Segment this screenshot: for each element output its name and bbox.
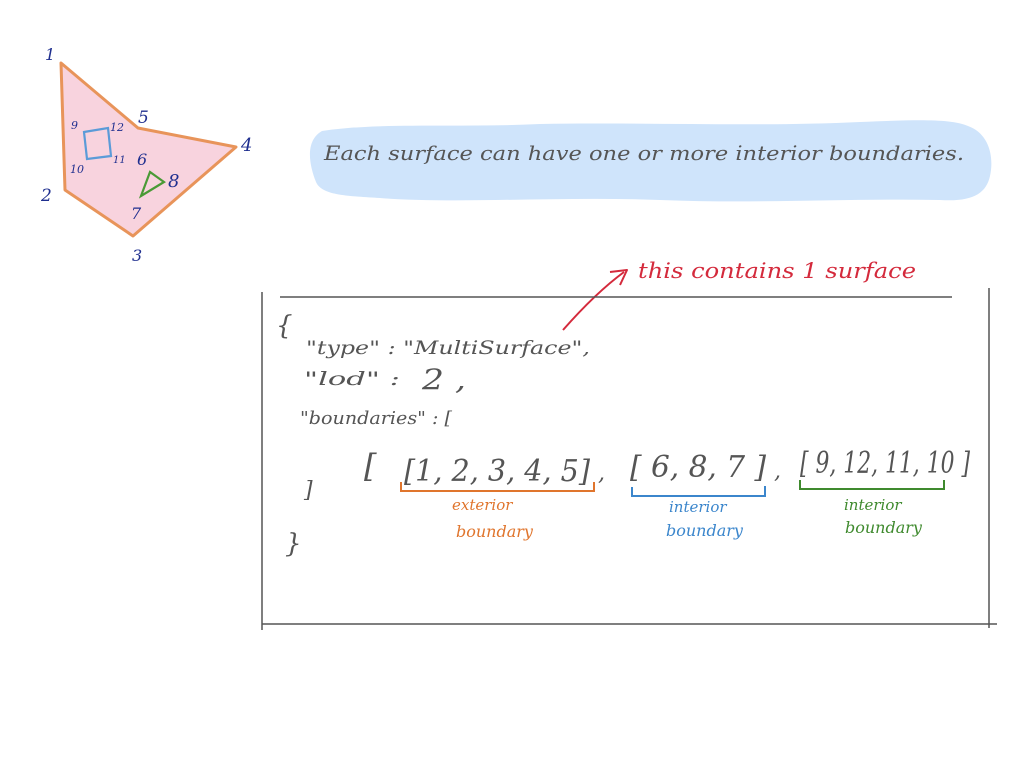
vertex-label-12: 12 [110,121,124,134]
list-close-bracket: ] [303,478,313,503]
type-line: "type" : "MultiSurface", [306,337,590,359]
exterior-bracket [400,482,595,492]
vertex-label-9: 9 [71,119,78,132]
exterior-label-line2: boundary [456,522,534,541]
interior-bracket-blue [631,486,766,497]
code-content: { "type" : "MultiSurface", "lod" : 2 , "… [276,311,970,559]
interior-square [82,126,113,161]
code-box [261,288,997,630]
lod-value: 2 , [421,363,466,396]
boundary-annotations: exterior boundary interior boundary inte… [400,480,945,541]
lod-key: "lod" : [304,368,400,390]
exterior-polygon [59,61,238,238]
vertex-label-3: 3 [132,246,142,265]
close-brace: } [285,529,302,559]
vertex-label-1: 1 [45,45,55,64]
vertex-label-7: 7 [131,204,142,223]
surface-count-text: this contains 1 surface [638,259,916,283]
red-arrow-head [609,269,628,286]
interior-values-2: [ 9, 12, 11, 10 ] [800,446,970,481]
vertex-label-5: 5 [138,108,149,128]
highlight-note-text: Each surface can have one or more interi… [323,141,964,165]
vertex-label-6: 6 [137,150,147,169]
exterior-values: [1, 2, 3, 4, 5] [404,454,590,489]
interior-values-1: [ 6, 8, 7 ] [630,450,766,485]
polygon-sketch: 1 2 3 4 5 6 7 8 9 10 11 12 [40,45,252,265]
vertex-label-4: 4 [240,135,252,156]
outer-open-bracket: [ [364,447,377,485]
interior-blue-label-line2: boundary [666,521,744,540]
vertex-label-10: 10 [70,163,84,176]
interior-green-label-line1: interior [844,496,902,514]
interior-triangle [138,170,166,199]
highlight-band [309,120,992,202]
vertex-label-2: 2 [40,186,52,206]
vertex-label-8: 8 [168,171,179,192]
surface-count-note: this contains 1 surface [562,259,916,331]
exterior-label-line1: exterior [452,496,513,514]
highlight-note: Each surface can have one or more interi… [309,120,992,202]
interior-green-label-line2: boundary [845,518,923,537]
boundaries-line: "boundaries" : [ [300,408,453,429]
interior-blue-label-line1: interior [669,498,727,516]
comma-1: , [598,461,605,486]
vertex-label-11: 11 [113,155,126,166]
comma-2: , [774,459,781,484]
interior-bracket-green [799,480,945,490]
open-brace: { [276,311,293,341]
red-arrow-line [562,271,625,331]
